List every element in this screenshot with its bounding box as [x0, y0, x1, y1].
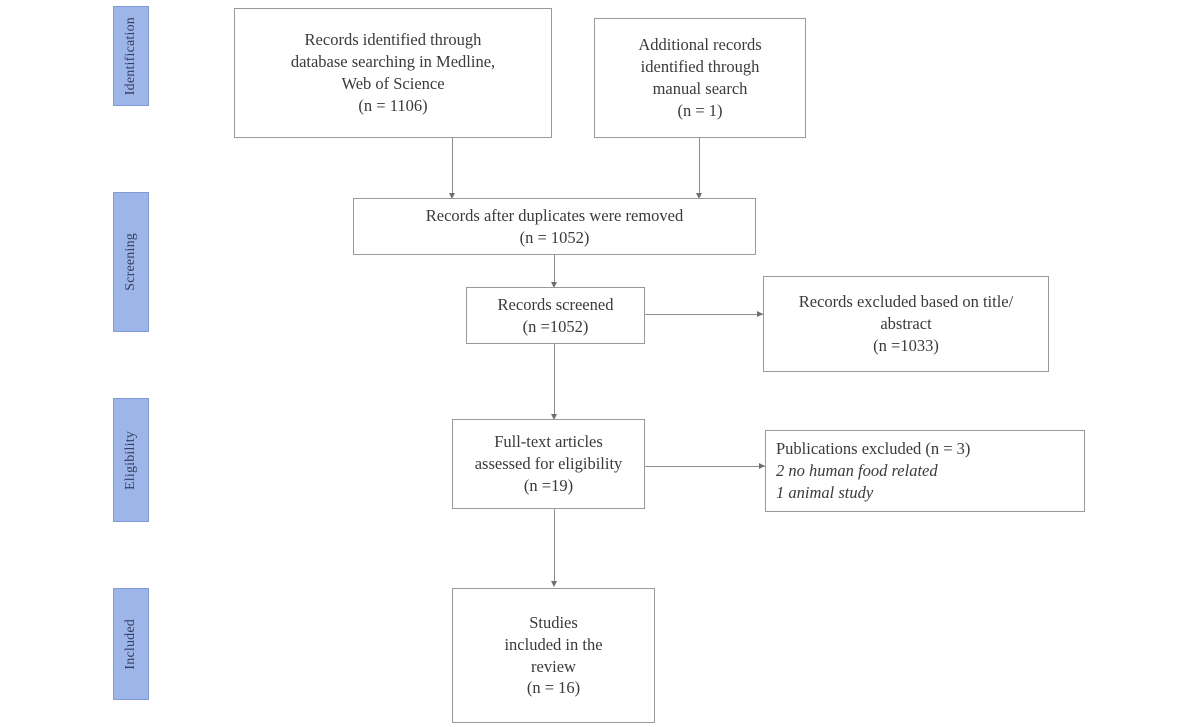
box-line: Web of Science	[341, 74, 445, 93]
box-line: review	[531, 656, 576, 676]
box-line: Full-text articles	[494, 432, 603, 452]
box-manual-search: Additional records identified through ma…	[594, 18, 806, 138]
arrowhead-screened-to-fulltext	[551, 414, 557, 420]
box-database-search: Records identified through database sear…	[234, 8, 552, 138]
stage-tab-identification: Identification	[113, 6, 149, 106]
stage-tab-included: Included	[113, 588, 149, 700]
stage-label-eligibility: Eligibility	[123, 430, 138, 490]
connector-fulltext-to-included	[554, 509, 556, 584]
box-count: Publications excluded (n = 3)	[776, 439, 971, 459]
stage-tab-eligibility: Eligibility	[113, 398, 149, 522]
box-line: Records identified through	[304, 30, 482, 50]
box-records-excluded: Records excluded based on title/ abstrac…	[763, 276, 1049, 372]
box-count: (n = 1106)	[358, 95, 428, 115]
box-records-screened: Records screened (n =1052)	[466, 287, 645, 344]
box-count: (n = 16)	[526, 678, 581, 698]
box-count: (n = 1)	[677, 100, 723, 120]
box-count: (n =1052)	[522, 316, 589, 336]
box-count: (n =19)	[523, 475, 574, 495]
box-line: included in the	[504, 634, 603, 654]
box-line: Records excluded based on title/	[798, 292, 1014, 312]
stage-tab-screening: Screening	[113, 192, 149, 332]
connector-database-to-duplicates	[452, 138, 454, 197]
connector-manual-to-duplicates	[699, 138, 701, 197]
box-line: Studies	[529, 612, 578, 632]
arrowhead-fulltext-to-included	[551, 581, 557, 587]
stage-label-included: Included	[123, 618, 138, 670]
arrowhead-fulltext-to-publications-excluded	[759, 463, 765, 469]
arrowhead-screened-to-excluded	[757, 311, 763, 317]
box-reason: 1 animal study	[776, 482, 874, 502]
box-line: Records after duplicates were removed	[425, 205, 684, 225]
connector-screened-to-fulltext	[554, 344, 556, 418]
box-full-text-assessed: Full-text articles assessed for eligibil…	[452, 419, 645, 509]
box-count: (n = 1052)	[519, 227, 590, 247]
box-publications-excluded: Publications excluded (n = 3) 2 no human…	[765, 430, 1085, 512]
box-line: database searching in Medline,	[290, 52, 496, 72]
connector-fulltext-to-publications-excluded	[645, 466, 765, 468]
arrowhead-database-to-duplicates	[449, 193, 455, 199]
stage-label-identification: Identification	[123, 16, 138, 96]
box-count: (n =1033)	[873, 335, 939, 355]
box-line: abstract	[880, 314, 932, 334]
connector-duplicates-to-screened	[554, 255, 556, 286]
connector-screened-to-excluded	[645, 314, 763, 316]
box-line: Records screened	[497, 294, 614, 314]
box-studies-included: Studies included in the review (n = 16)	[452, 588, 655, 723]
box-reason: 2 no human food related	[776, 461, 938, 481]
box-line: assessed for eligibility	[474, 454, 623, 474]
stage-label-screening: Screening	[123, 233, 138, 291]
box-after-duplicates: Records after duplicates were removed (n…	[353, 198, 756, 255]
box-line: manual search	[652, 79, 748, 98]
arrowhead-duplicates-to-screened	[551, 282, 557, 288]
box-line: identified through	[640, 57, 760, 77]
arrowhead-manual-to-duplicates	[696, 193, 702, 199]
box-line: Additional records	[638, 35, 762, 55]
